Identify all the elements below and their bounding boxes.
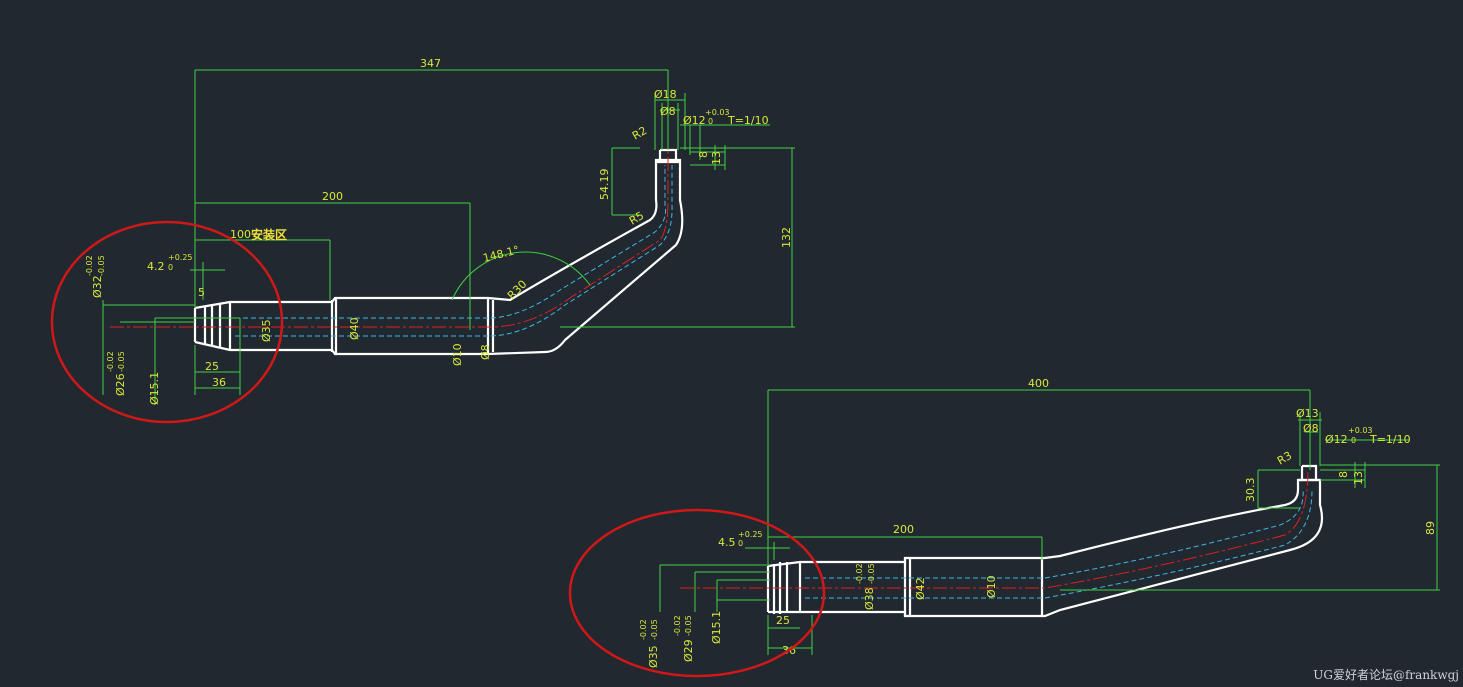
dim-100: 100 [230,228,251,241]
dim-d38: Ø38 [863,587,876,610]
dim-taper: T=1/10 [727,114,769,127]
watermark: UG爱好者论坛@frankwgj [1313,668,1459,682]
dim-r2: R2 [630,124,649,143]
dim-groove-tol-low: 0 [168,263,173,272]
dim-d10: Ø10 [451,343,464,366]
part-a-drawing: 347 200 100 安装区 148.1° R30 R5 R2 Ø18 Ø8 … [50,57,795,424]
dim-groove: 4.2 [147,260,165,273]
dim-d29: Ø29 [682,639,695,662]
dim-d32-tol-low: -0.05 [97,255,106,276]
dim-d12-b-tol-up: +0.03 [1348,426,1373,435]
dim-d15-b: Ø15.1 [710,611,723,644]
dim-d29-tol-low: -0.05 [684,615,693,636]
dim-groove-tol: +0.25 [168,253,193,262]
dim-d35-b-tol-low: -0.05 [650,619,659,640]
dim-l36: 36 [212,376,226,389]
dim-d38-tol-up: -0.02 [855,563,864,584]
dim-400: 400 [1028,377,1049,390]
dim-d12-tol-up: +0.03 [705,108,730,117]
part-b-dimension-lines [659,389,1440,655]
dim-r30: R30 [505,278,529,302]
dim-d26-tol-up: -0.02 [106,351,115,372]
dim-h13-b: 13 [1352,471,1365,485]
part-b-centerline [680,469,1309,589]
dim-d12-tol-low: 0 [708,117,713,126]
dim-d15: Ø15.1 [148,372,161,405]
dim-200-b: 200 [893,523,914,536]
part-b-bore [805,489,1313,599]
dim-d35-b: Ø35 [647,645,660,668]
part-b-drawing: 400 200 R3 Ø13 Ø8 Ø12 +0.03 0 T=1/10 8 1… [568,377,1440,678]
dim-d12-b: Ø12 [1325,433,1348,446]
dim-h132: 132 [780,227,793,248]
part-a-bore [235,165,673,337]
dim-h8: 8 [697,151,710,158]
dim-200: 200 [322,190,343,203]
part-a-highlight-circle [50,220,284,424]
dim-d8-b: Ø8 [1303,422,1319,435]
dim-r5: R5 [627,209,646,228]
dim-d26-tol-low: -0.05 [117,351,126,372]
dim-d13: Ø13 [1296,407,1319,420]
part-a-centerline [110,150,669,328]
dim-d38-tol-low: -0.05 [867,563,876,584]
dim-d32-tol-up: -0.02 [85,255,94,276]
dim-h13: 13 [710,151,723,165]
dim-groove-b: 4.5 [718,536,736,549]
dim-d8: Ø8 [660,105,676,118]
dim-d35-b-tol-up: -0.02 [639,619,648,640]
dim-r3: R3 [1275,449,1294,468]
dim-347: 347 [420,57,441,70]
dim-h89: 89 [1424,521,1437,535]
dim-d10-b: Ø10 [985,575,998,598]
dim-h54: 54.19 [598,169,611,201]
install-zone-label: 安装区 [251,227,287,242]
dim-d29-tol-up: -0.02 [673,615,682,636]
part-a-dimension-lines [102,69,795,405]
dim-taper-b: T=1/10 [1369,433,1411,446]
dim-angle: 148.1° [482,243,521,265]
dim-d42: Ø42 [914,577,927,600]
dim-l25: 25 [205,360,219,373]
dim-d40: Ø40 [348,317,361,340]
dim-l5: 5 [198,286,205,299]
part-b-outline [766,464,1324,618]
dim-d12: Ø12 [683,114,706,127]
dim-h8-b: 8 [1337,471,1350,478]
dim-d18: Ø18 [654,88,677,101]
dim-groove-b-tol-low: 0 [738,539,743,548]
dim-d8b: Ø8 [479,344,492,360]
dim-groove-b-tol: +0.25 [738,530,763,539]
dim-l25-b: 25 [776,614,790,627]
part-b-highlight-circle [568,508,826,678]
dim-d26: Ø26 [114,373,127,396]
dim-d35: Ø35 [260,319,273,342]
dim-h30: 30.3 [1244,478,1257,503]
dim-d12-b-tol-low: 0 [1351,436,1356,445]
dim-d32: Ø32 [91,275,104,298]
